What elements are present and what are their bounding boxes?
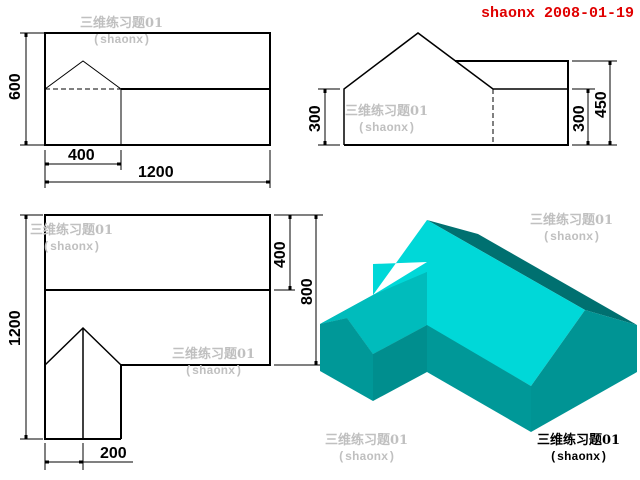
dim-front-gable-width: 400 [68,147,95,164]
watermark-author: (shaonx) [92,33,151,47]
watermark-label: 三维练习题01 (shaonx) [530,212,613,246]
watermark-title: 三维练习题01 [345,104,429,119]
dim-side-left-height: 300 [307,105,324,132]
dim-side-total-height: 450 [593,91,610,118]
dim-top-total-depth: 1200 [7,310,24,346]
watermark-label: 三维练习题01 (shaonx) [325,432,408,466]
watermark-title: 三维练习题01 [80,16,164,31]
watermark-author: (shaonx) [357,121,416,135]
side-view [318,32,617,146]
watermark-title: 三维练习题01 [530,213,614,228]
author-date-signature: shaonx 2008-01-19 [480,5,634,22]
front-view [20,32,271,188]
watermark-label: 三维练习题01 (shaonx) [537,432,620,466]
dim-front-total-width: 1200 [138,164,174,181]
watermark-label: 三维练习题01 (shaonx) [345,103,428,137]
dim-front-height: 600 [7,73,24,100]
watermark-label: 三维练习题01 (shaonx) [80,15,163,49]
watermark-author: (shaonx) [184,364,243,378]
watermark-author: (shaonx) [549,450,608,464]
watermark-label: 三维练习题01 (shaonx) [30,222,113,256]
watermark-author: (shaonx) [337,450,396,464]
watermark-title: 三维练习题01 [325,433,409,448]
watermark-author: (shaonx) [542,230,601,244]
top-view [20,214,323,470]
dim-side-right-height: 300 [571,105,588,132]
dim-top-wing-depth: 800 [299,278,316,305]
dim-top-ridge-offset: 400 [272,241,289,268]
watermark-label: 三维练习题01 (shaonx) [172,346,255,380]
watermark-title: 三维练习题01 [537,433,621,448]
watermark-author: (shaonx) [42,240,101,254]
watermark-title: 三维练习题01 [30,223,114,238]
iso-model [320,220,637,432]
dim-top-wing-half-width: 200 [100,445,127,462]
watermark-title: 三维练习题01 [172,347,256,362]
